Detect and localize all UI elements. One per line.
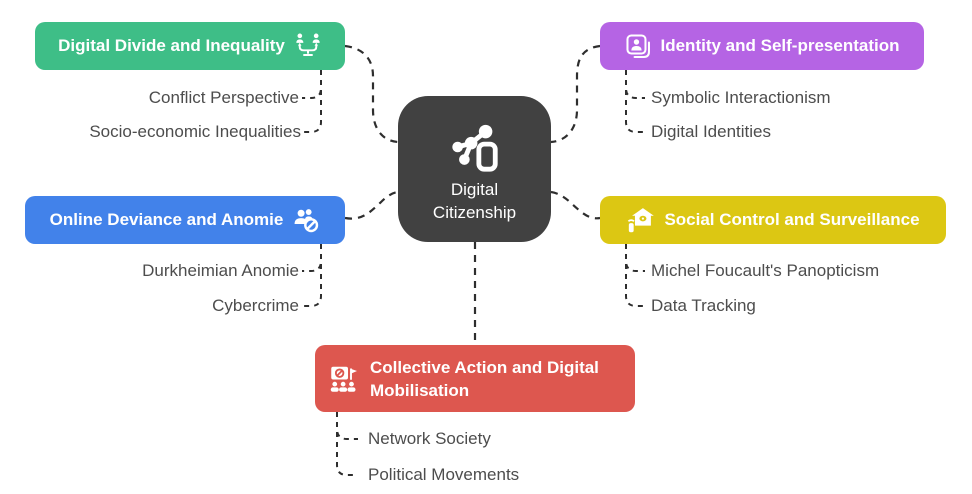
connector-online-deviance-child-1 — [302, 244, 322, 272]
branch-label-collective-action: Collective Action and Digital Mobilisati… — [370, 357, 599, 400]
branch-node-collective-action[interactable]: Collective Action and Digital Mobilisati… — [315, 345, 635, 412]
subtopic-socio-economic-inequalities[interactable]: Socio-economic Inequalities — [89, 122, 301, 141]
subtopic-conflict-perspective[interactable]: Conflict Perspective — [148, 88, 299, 107]
connector-identity-child-2 — [625, 70, 643, 133]
connector-collective-action-child-2 — [336, 412, 356, 476]
home-surveillance-icon — [626, 206, 655, 235]
connector-digital-divide-child-2 — [304, 70, 322, 133]
subtopic-michel-foucaults-panopticism[interactable]: Michel Foucault's Panopticism — [651, 261, 880, 280]
connector-identity-child-1 — [625, 70, 645, 99]
connector-center-social-control — [550, 190, 601, 220]
subtopic-digital-identities[interactable]: Digital Identities — [651, 122, 772, 141]
branch-label-identity: Identity and Self-presentation — [660, 36, 900, 55]
subtopic-political-movements[interactable]: Political Movements — [368, 465, 520, 484]
subtopic-data-tracking[interactable]: Data Tracking — [651, 296, 756, 315]
connector-center-identity — [550, 44, 601, 144]
protest-crowd-icon — [329, 364, 359, 394]
connector-digital-divide-child-1 — [302, 70, 322, 99]
branch-node-identity[interactable]: Identity and Self-presentation — [600, 22, 924, 70]
branch-label-digital-divide: Digital Divide and Inequality — [58, 36, 285, 55]
connector-center-online-deviance — [344, 190, 399, 220]
branch-node-social-control[interactable]: Social Control and Surveillance — [600, 196, 946, 244]
subtopic-symbolic-interactionism[interactable]: Symbolic Interactionism — [651, 88, 831, 107]
branch-node-online-deviance[interactable]: Online Deviance and Anomie — [25, 196, 345, 244]
connector-social-control-child-2 — [625, 244, 643, 307]
central-node-digital-citizenship[interactable]: Digital Citizenship — [398, 96, 551, 242]
branch-label-online-deviance: Online Deviance and Anomie — [49, 210, 284, 229]
subtopic-network-society[interactable]: Network Society — [368, 429, 491, 448]
people-inequality-icon — [294, 32, 322, 60]
connector-collective-action-child-1 — [336, 412, 358, 440]
network-phone-icon — [448, 120, 502, 174]
person-blocked-icon — [292, 206, 320, 234]
central-node-label: Digital Citizenship — [432, 180, 517, 222]
portrait-card-icon — [625, 33, 652, 60]
subtopic-durkheimian-anomie[interactable]: Durkheimian Anomie — [142, 261, 299, 280]
subtopic-cybercrime[interactable]: Cybercrime — [212, 296, 299, 315]
connector-center-digital-divide — [344, 44, 399, 144]
connector-online-deviance-child-2 — [304, 244, 322, 307]
branch-node-digital-divide[interactable]: Digital Divide and Inequality — [35, 22, 345, 70]
branch-label-social-control: Social Control and Surveillance — [664, 210, 920, 229]
connector-social-control-child-1 — [625, 244, 645, 272]
